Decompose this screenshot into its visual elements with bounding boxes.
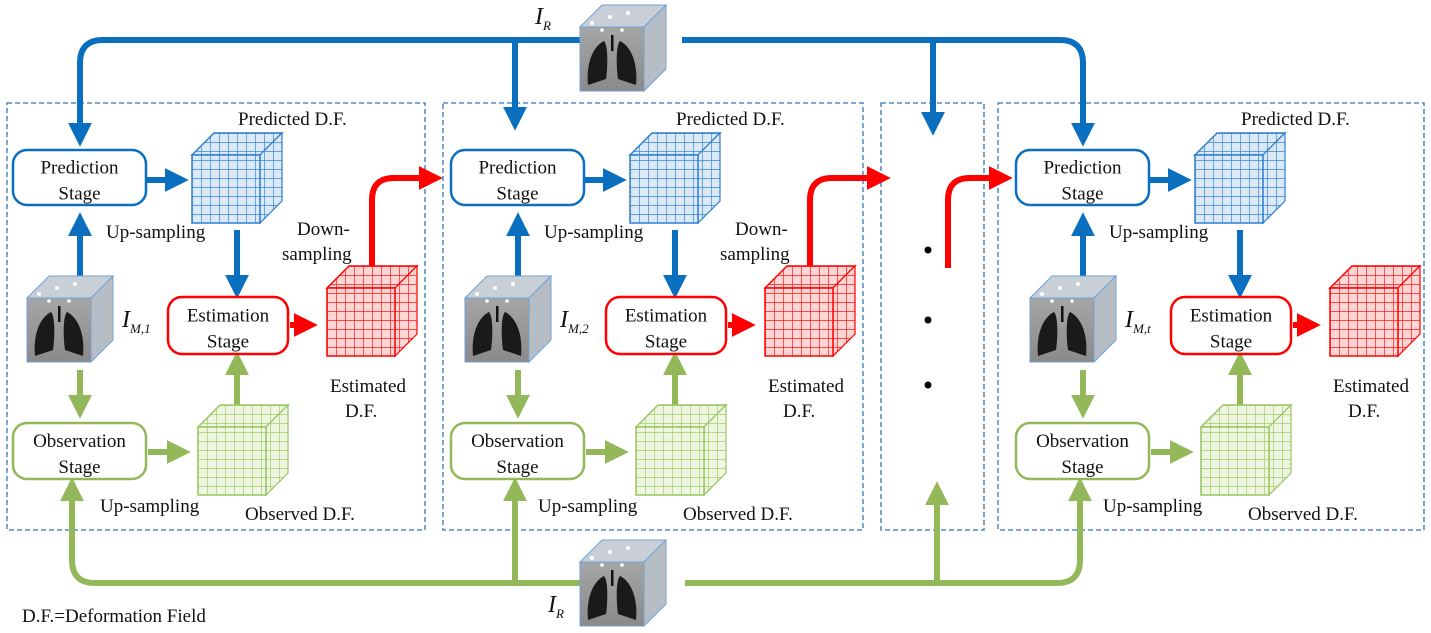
estimated-df-cube (1329, 265, 1421, 357)
moving-image-label: IM,1 (121, 307, 151, 336)
reference-image-label-bottom: IR (547, 592, 564, 621)
predicted-df-label: Predicted D.F. (238, 109, 347, 130)
prediction-stage-label-line1: Prediction (40, 158, 119, 179)
stage-arrows (68, 168, 318, 464)
estimated-df-label-line2: D.F. (783, 401, 815, 422)
estimated-df-cube (764, 265, 856, 357)
upsampling-label-pred: Up-sampling (1109, 222, 1209, 243)
reference-image-label-top: IR (534, 4, 551, 33)
observation-stage-box (11, 421, 148, 481)
upsampling-label-obs: Up-sampling (1103, 496, 1203, 517)
upsampling-label-pred: Up-sampling (544, 222, 644, 243)
prediction-stage-box (449, 148, 586, 207)
estimated-df-label-line2: D.F. (1348, 401, 1380, 422)
observation-stage-box (1014, 421, 1151, 481)
observation-stage-label-line2: Stage (496, 457, 538, 478)
estimation-stage-label-line1: Estimation (625, 306, 708, 327)
reference-feed-blue (68, 37, 1095, 147)
estimation-stage-box (1169, 295, 1293, 356)
prediction-stage-label-line2: Stage (496, 184, 538, 205)
predicted-df-cube (191, 132, 283, 224)
moving-image-label: IM,2 (559, 307, 589, 336)
observed-df-label: Observed D.F. (245, 504, 355, 525)
prediction-stage-label-line2: Stage (58, 184, 100, 205)
estimation-stage-label-line2: Stage (645, 332, 687, 353)
upsampling-label-pred: Up-sampling (106, 222, 206, 243)
estimation-stage-box (604, 295, 728, 356)
estimation-stage-label-line1: Estimation (1190, 306, 1273, 327)
estimation-stage-label-line1: Estimation (187, 306, 270, 327)
moving-image (1029, 275, 1117, 363)
observed-df-cube (1200, 404, 1292, 496)
observation-stage-label-line2: Stage (58, 457, 100, 478)
predicted-df-label: Predicted D.F. (1241, 109, 1350, 130)
observation-stage-label-line2: Stage (1061, 457, 1103, 478)
estimated-df-label-line1: Estimated (768, 376, 844, 397)
downsampling-label-line2: sampling (282, 244, 352, 265)
reference-image-bottom: IR (547, 539, 667, 627)
observation-stage-label-line1: Observation (471, 431, 564, 452)
moving-image (464, 275, 552, 363)
estimation-stage-label-line2: Stage (1210, 332, 1252, 353)
observed-df-label: Observed D.F. (1248, 504, 1358, 525)
downsampling-links (369, 166, 1013, 268)
stage-block-2: PredictionStageEstimationStageObservatio… (449, 109, 856, 525)
estimated-df-label-line1: Estimated (1333, 376, 1409, 397)
downsampling-label-line2: sampling (720, 244, 790, 265)
predicted-df-cube (1194, 132, 1286, 224)
moving-image-label: IM,t (1124, 307, 1151, 336)
legend-text: D.F.=Deformation Field (22, 606, 206, 627)
prediction-stage-label-line1: Prediction (478, 158, 557, 179)
observed-df-cube (635, 404, 727, 496)
ellipsis-dot (924, 316, 932, 324)
ellipsis-dot (924, 381, 932, 389)
prediction-stage-box (1014, 148, 1151, 207)
observation-stage-label-line1: Observation (33, 431, 126, 452)
estimated-df-cube (326, 265, 418, 357)
stage-arrows (1071, 168, 1321, 464)
prediction-stage-label-line1: Prediction (1043, 158, 1122, 179)
upsampling-label-obs: Up-sampling (538, 496, 638, 517)
prediction-stage-box (11, 148, 148, 207)
observation-stage-label-line1: Observation (1036, 431, 1129, 452)
moving-image (26, 275, 114, 363)
estimation-stage-label-line2: Stage (207, 332, 249, 353)
stage-frame-1 (6, 102, 426, 531)
predicted-df-label: Predicted D.F. (676, 109, 785, 130)
stage-frame-t (997, 102, 1425, 531)
reference-feed-green (60, 477, 1092, 586)
ellipsis-frame (880, 102, 985, 531)
observation-stage-box (449, 421, 586, 481)
estimated-df-label-line2: D.F. (345, 401, 377, 422)
downsampling-label-line1: Down- (735, 219, 788, 240)
ellipsis-dot (924, 246, 932, 254)
stage-frame-2 (442, 102, 864, 531)
observed-df-label: Observed D.F. (683, 504, 793, 525)
estimated-df-label-line1: Estimated (330, 376, 406, 397)
estimation-stage-box (166, 295, 290, 356)
stage-block-3: PredictionStageEstimationStageObservatio… (1014, 109, 1421, 525)
downsampling-label-line1: Down- (297, 219, 350, 240)
prediction-stage-label-line2: Stage (1061, 184, 1103, 205)
stage-block-1: PredictionStageEstimationStageObservatio… (11, 109, 418, 525)
ellipsis-dots (924, 246, 932, 389)
upsampling-label-obs: Up-sampling (100, 496, 200, 517)
reference-image-top: IR (534, 4, 667, 92)
stage-arrows (506, 168, 756, 464)
predicted-df-cube (629, 132, 721, 224)
observed-df-cube (197, 404, 289, 496)
